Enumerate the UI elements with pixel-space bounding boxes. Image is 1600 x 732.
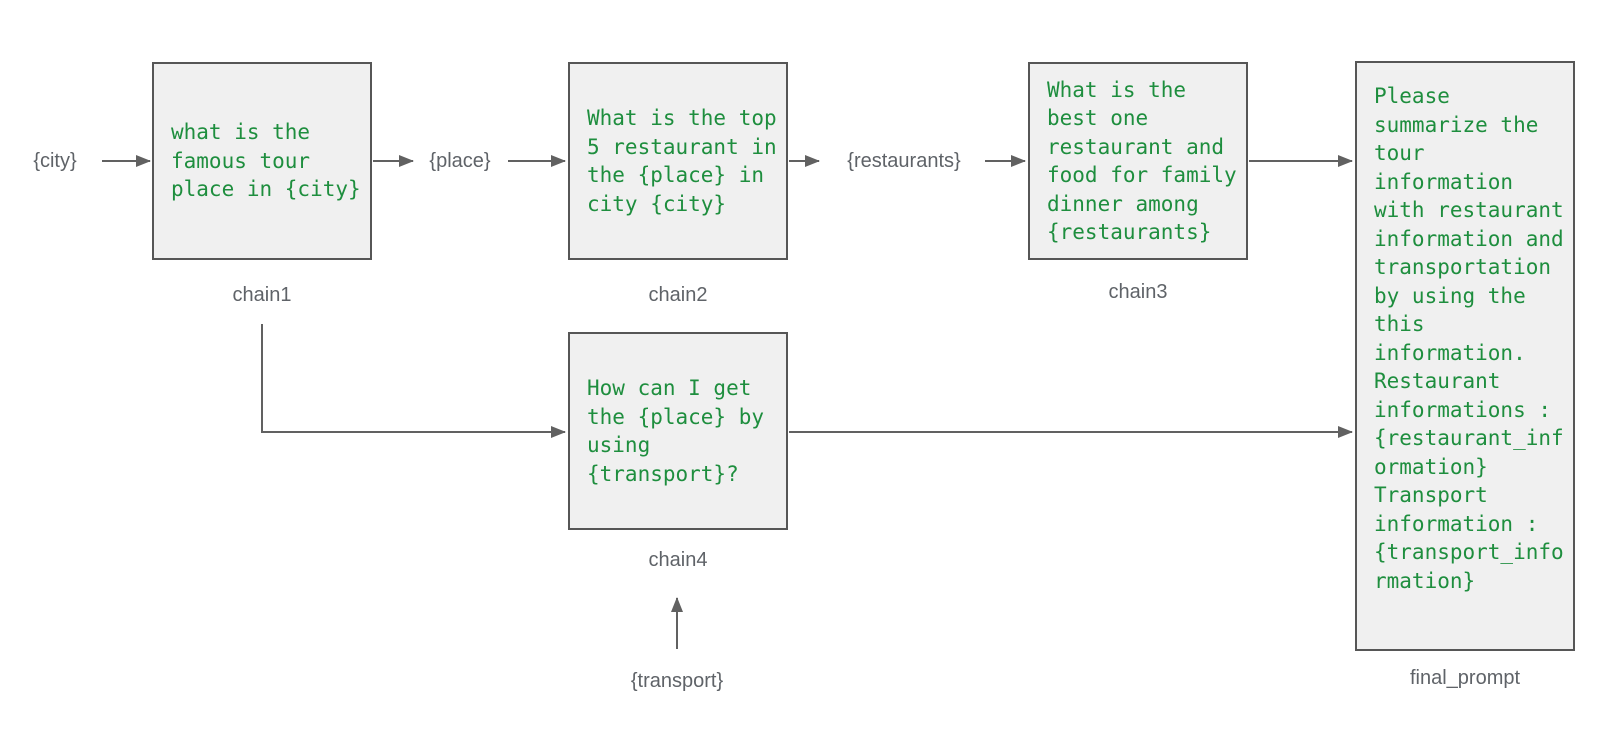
- variable-label-place: {place}: [429, 150, 491, 172]
- input-label-transport: {transport}: [630, 670, 724, 692]
- caption-chain2: chain2: [648, 284, 708, 306]
- node-chain3: What is the best one restaurant and food…: [1028, 62, 1248, 260]
- node-chain1: what is the famous tour place in {city}: [152, 62, 372, 260]
- input-label-city: {city}: [33, 150, 77, 172]
- variable-label-restaurants: {restaurants}: [847, 150, 961, 172]
- caption-chain1: chain1: [232, 284, 292, 306]
- node-chain2: What is the top 5 restaurant in the {pla…: [568, 62, 788, 260]
- node-chain4: How can I get the {place} by using {tran…: [568, 332, 788, 530]
- caption-chain3: chain3: [1108, 281, 1168, 303]
- connector-chain1-to-chain4: [261, 324, 566, 438]
- chain1-prompt-text: what is the famous tour place in {city}: [171, 120, 361, 202]
- final-prompt-text: Please summarize the tour information wi…: [1374, 84, 1564, 593]
- chain2-prompt-text: What is the top 5 restaurant in the {pla…: [587, 106, 777, 216]
- chain4-prompt-text: How can I get the {place} by using {tran…: [587, 376, 765, 486]
- caption-final-prompt: final_prompt: [1409, 667, 1521, 689]
- chain3-prompt-text: What is the best one restaurant and food…: [1047, 77, 1237, 245]
- node-final-prompt: Please summarize the tour information wi…: [1355, 61, 1575, 651]
- caption-chain4: chain4: [648, 549, 708, 571]
